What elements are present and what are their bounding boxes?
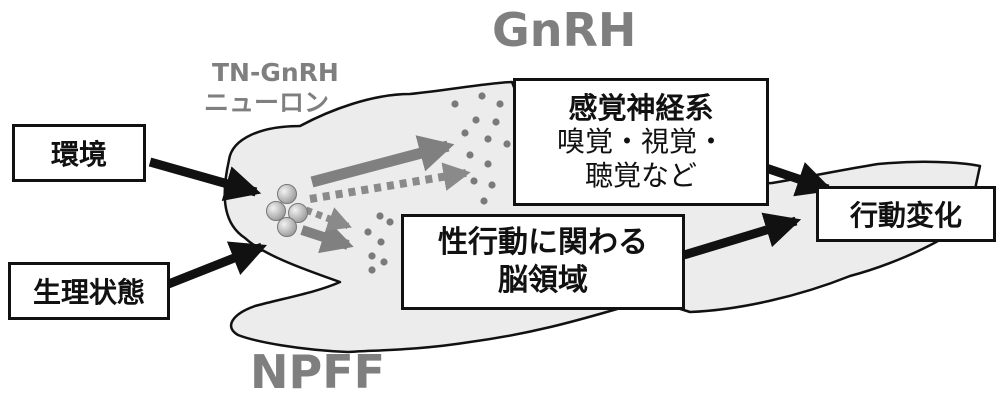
physiology-label: 生理状態: [32, 276, 145, 309]
sexual-line1: 性行動に関わる: [438, 225, 648, 260]
environment-box: 環境: [12, 124, 146, 182]
sexual-output-arrow: [682, 212, 802, 260]
sensory-system-box: 感覚神経系 嗅覚・視覚・ 聴覚など: [513, 78, 769, 206]
tn-gnrh-neuron-cluster: [266, 184, 308, 237]
gnrh-fiber-dots: [451, 92, 511, 205]
tn-gnrh-label-line2: ニューロン: [204, 88, 330, 117]
gnrh-projection-arrow: [310, 135, 455, 188]
npff-dotted-arrow: [304, 206, 352, 231]
physiology-arrow: [164, 241, 268, 290]
sensory-output-arrow: [764, 162, 834, 197]
gnrh-label: GnRH: [492, 3, 637, 57]
physiology-box: 生理状態: [8, 262, 170, 320]
environment-arrow: [148, 157, 262, 201]
npff-fiber-dots: [364, 212, 394, 274]
sensory-line1: 嗅覚・視覚・: [556, 125, 725, 158]
npff-projection-arrow: [300, 220, 354, 254]
sensory-title: 感覚神経系: [568, 91, 714, 125]
gnrh-dotted-arrow: [309, 162, 471, 203]
tn-gnrh-label-line1: TN-GnRH: [212, 58, 339, 87]
tn-gnrh-neuron-label: TN-GnRH ニューロン: [204, 58, 339, 118]
sensory-line2: 聴覚など: [584, 159, 697, 192]
sexual-behavior-region-box: 性行動に関わる 脳領域: [401, 214, 685, 310]
sexual-line2: 脳領域: [498, 263, 588, 298]
behavior-change-box: 行動変化: [816, 186, 996, 242]
environment-label: 環境: [50, 138, 107, 171]
behavior-change-label: 行動変化: [849, 199, 962, 232]
npff-label: NPFF: [250, 345, 386, 399]
